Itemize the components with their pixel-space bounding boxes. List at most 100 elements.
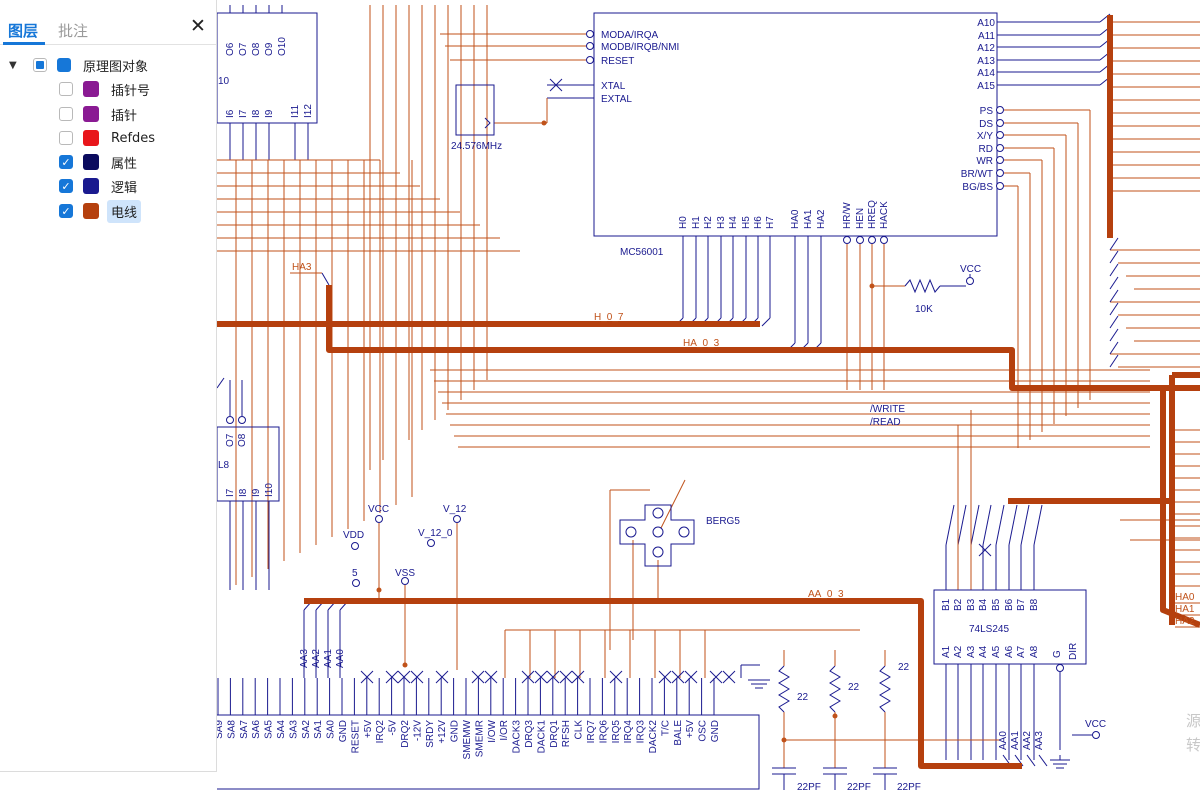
junction-dot [541, 120, 547, 126]
layer-row-logic[interactable]: ✓ 逻辑 [59, 175, 141, 197]
wire-segment [970, 504, 980, 546]
74ls245-pin-label: A5 [991, 645, 1002, 658]
layer-checkbox[interactable] [59, 107, 73, 121]
mc56001-pin-label: H0 [678, 216, 689, 229]
layer-row-attribute[interactable]: ✓ 属性 [59, 151, 141, 173]
layer-swatch [83, 130, 99, 146]
isa-pin-label: T/C [660, 720, 671, 736]
74ls245-pin-label: A3 [966, 645, 977, 658]
tab-layers[interactable]: 图层 [8, 22, 39, 40]
mc56001-pin-label: EXTAL [601, 94, 632, 105]
isa-pin-label: DACK2 [648, 720, 659, 754]
no-connect-mark [397, 670, 411, 684]
oscillator-body[interactable] [455, 84, 495, 136]
pin-bubble [996, 169, 1004, 177]
isa-pin-label: SA8 [226, 720, 237, 739]
top-ic-pin-label: O7 [238, 42, 249, 56]
no-connect-mark [559, 670, 573, 684]
power-label-vss: VSS [395, 568, 415, 579]
wire-segment [321, 272, 330, 286]
mc56001-pin-label: HA1 [803, 209, 814, 229]
mid-ic-body[interactable] [216, 426, 280, 502]
bus-ha0-3[interactable] [326, 285, 1200, 391]
root-checkbox[interactable] [33, 58, 47, 72]
oscillator-frequency-label: 24.576MHz [451, 141, 502, 152]
wire-layer [216, 5, 1200, 790]
layer-row-wire[interactable]: ✓ 电线 [59, 199, 142, 223]
no-connect-mark [410, 670, 424, 684]
mc56001-pin-label: H1 [691, 216, 702, 229]
tree-root[interactable]: ▼ 原理图对象 [9, 54, 152, 76]
layer-label: 插针 [111, 108, 138, 124]
no-connect-mark [671, 670, 685, 684]
resistor-22[interactable] [829, 665, 841, 713]
expand-caret-icon[interactable]: ▼ [9, 59, 17, 71]
oscillator-clock-mark [484, 117, 491, 129]
no-connect-mark [521, 670, 535, 684]
no-connect-mark [385, 670, 399, 684]
no-connect-mark [435, 670, 449, 684]
wire-segment [1109, 237, 1119, 251]
layer-row-refdes[interactable]: Refdes [59, 127, 159, 149]
aa-label: AA1 [323, 649, 334, 668]
pin-bubble [996, 119, 1004, 127]
bus-layer [217, 15, 1200, 769]
top-ic-pin-label: I6 [225, 109, 236, 118]
pin-bubble [351, 542, 359, 550]
layer-checkbox[interactable] [59, 82, 73, 96]
close-icon[interactable]: ✕ [190, 16, 206, 37]
mid-ic-pin-label: I10 [264, 483, 275, 497]
isa-pin-label: SA7 [239, 720, 250, 739]
74ls245-pin-label: A4 [978, 645, 989, 658]
pin-bubble [843, 236, 851, 244]
resistor-10k[interactable] [904, 278, 941, 294]
layer-label: Refdes [111, 130, 156, 146]
resistor-value-label: 22 [797, 692, 809, 703]
74ls245-refdes: 74LS245 [969, 624, 1009, 635]
layer-checkbox[interactable]: ✓ [59, 179, 73, 193]
resistor-22[interactable] [778, 665, 790, 713]
bus-aa0-3[interactable] [304, 598, 1022, 769]
junction-dot [376, 587, 382, 593]
isa-pin-label: OSC [698, 720, 709, 742]
pin-bubble [586, 56, 594, 64]
layer-checkbox[interactable]: ✓ [59, 155, 73, 169]
wire-segment [1109, 354, 1119, 368]
layer-row-pin[interactable]: 插针 [59, 103, 141, 125]
layer-row-pin-number[interactable]: 插针号 [59, 78, 154, 100]
74ls245-pin-label: DIR [1068, 643, 1079, 660]
aa-label: AA0 [998, 731, 1009, 750]
isa-pin-label: SA2 [301, 720, 312, 739]
mc56001-pin-label: RD [979, 144, 993, 155]
pin-bubble [586, 42, 594, 50]
isa-pin-label: SMEMR [474, 720, 485, 757]
mc56001-pin-label: A14 [977, 68, 995, 79]
panel-tabs: 图层 批注 ✕ [0, 0, 216, 45]
root-swatch [57, 58, 71, 72]
power-label-5: 5 [352, 568, 358, 579]
layer-checkbox[interactable] [59, 131, 73, 145]
pin-bubble [1056, 664, 1064, 672]
berg5-refdes: BERG5 [706, 516, 740, 527]
resistor-22[interactable] [879, 665, 891, 713]
top-ic-body[interactable] [216, 12, 318, 124]
bus-right-vertical[interactable] [1160, 390, 1200, 628]
layer-checkbox[interactable]: ✓ [59, 204, 73, 218]
mc56001-pin-label: H6 [753, 216, 764, 229]
berg5-body[interactable] [619, 504, 695, 567]
isa-pin-label: BALE [673, 720, 684, 746]
tab-annotations[interactable]: 批注 [58, 22, 89, 40]
74ls245-pin-label: B6 [1004, 598, 1015, 611]
ha-right-label: HA0 [1175, 592, 1195, 603]
isa-pin-label: DRQ2 [400, 720, 411, 748]
layers-panel: 图层 批注 ✕ ▼ 原理图对象 插针号 插针 Refdes ✓ 属性 ✓ 逻辑 … [0, 0, 217, 772]
74ls245-pin-label: B7 [1016, 598, 1027, 611]
top-ic-pin-label: I9 [264, 109, 275, 118]
wire-segment [1109, 315, 1119, 329]
isa-pin-label: I/OW [487, 719, 498, 742]
isa-pin-label: I/OR [499, 720, 510, 741]
pin-bubble [453, 515, 461, 523]
74ls245-body[interactable] [933, 589, 1087, 665]
net-label-ha3: HA3 [292, 262, 312, 273]
